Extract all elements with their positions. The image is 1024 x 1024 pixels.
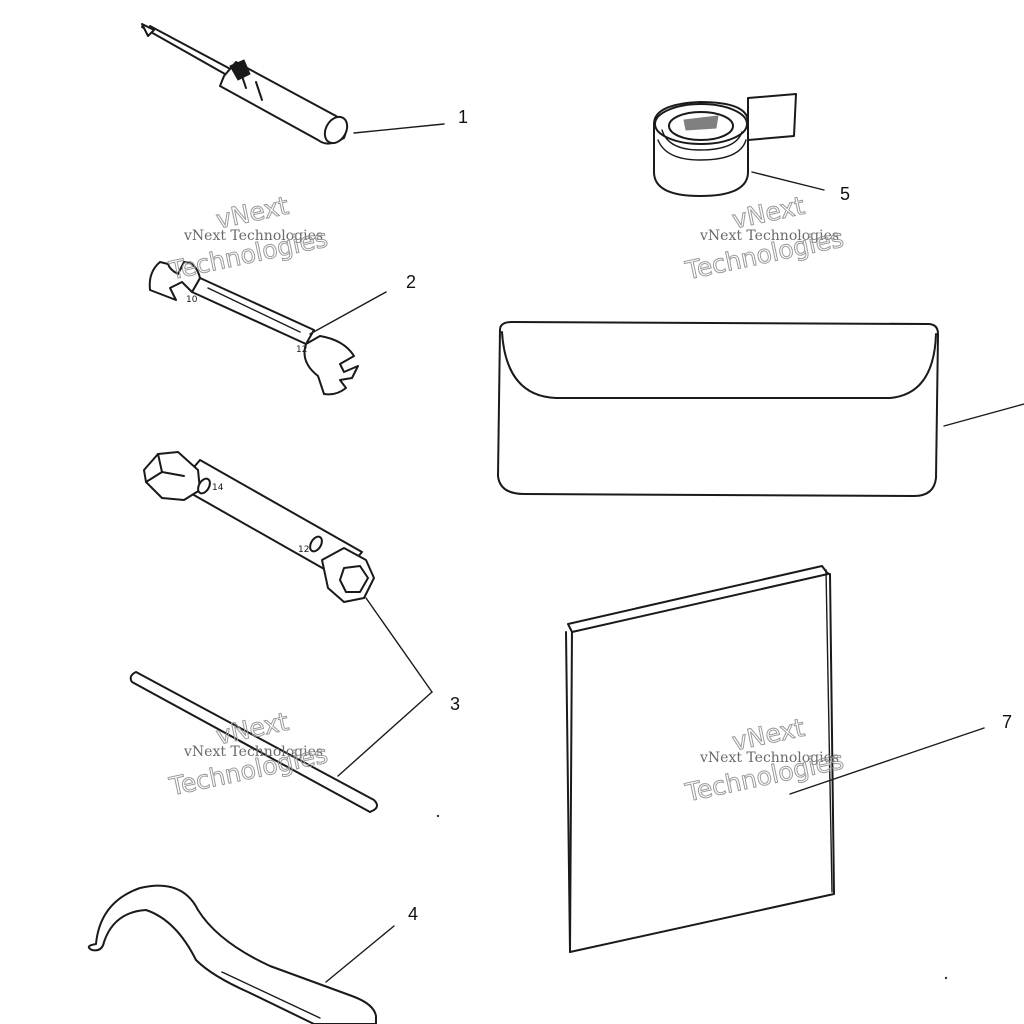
callout-2: 2 bbox=[406, 272, 416, 292]
wrench-illustration: 12 10 bbox=[148, 261, 359, 396]
tape-roll-illustration bbox=[653, 93, 797, 197]
scan-dot bbox=[436, 814, 440, 818]
tommy-bar-illustration bbox=[129, 671, 378, 813]
svg-text:12: 12 bbox=[296, 345, 307, 355]
leader-line-5 bbox=[751, 171, 825, 191]
spark-plug-wrench-illustration: 12 14 bbox=[143, 451, 375, 603]
hook-spanner-illustration bbox=[87, 884, 377, 1024]
callout-1: 1 bbox=[458, 107, 468, 127]
svg-text:vNext Technologies: vNext Technologies bbox=[699, 750, 839, 766]
watermark-top-left: vNext vNext Technologies Technologies bbox=[166, 190, 331, 286]
svg-text:10: 10 bbox=[186, 295, 198, 305]
scan-dot bbox=[944, 976, 948, 980]
leader-line-3b bbox=[337, 691, 433, 777]
leader-line-4 bbox=[325, 925, 395, 983]
svg-text:12: 12 bbox=[298, 545, 309, 555]
callout-4: 4 bbox=[408, 904, 418, 924]
leader-line-2 bbox=[309, 291, 387, 335]
svg-text:vNext Technologies: vNext Technologies bbox=[699, 228, 839, 244]
svg-text:vNext Technologies: vNext Technologies bbox=[183, 744, 323, 760]
tool-pouch-illustration bbox=[497, 321, 939, 497]
callout-7: 7 bbox=[1002, 712, 1012, 732]
callout-5: 5 bbox=[840, 184, 850, 204]
svg-text:14: 14 bbox=[212, 483, 224, 493]
leader-line-6 bbox=[943, 403, 1024, 427]
owners-manual-illustration bbox=[565, 565, 835, 953]
svg-text:vNext Technologies: vNext Technologies bbox=[183, 228, 323, 244]
leader-line-3a bbox=[365, 597, 433, 693]
screwdriver-illustration bbox=[141, 23, 349, 145]
leader-line-7 bbox=[789, 727, 985, 795]
callout-3: 3 bbox=[450, 694, 460, 714]
watermark-bottom-left: vNext vNext Technologies Technologies bbox=[166, 706, 331, 802]
leader-line-1 bbox=[353, 123, 445, 134]
watermark-top-right: vNext vNext Technologies Technologies bbox=[682, 190, 847, 286]
